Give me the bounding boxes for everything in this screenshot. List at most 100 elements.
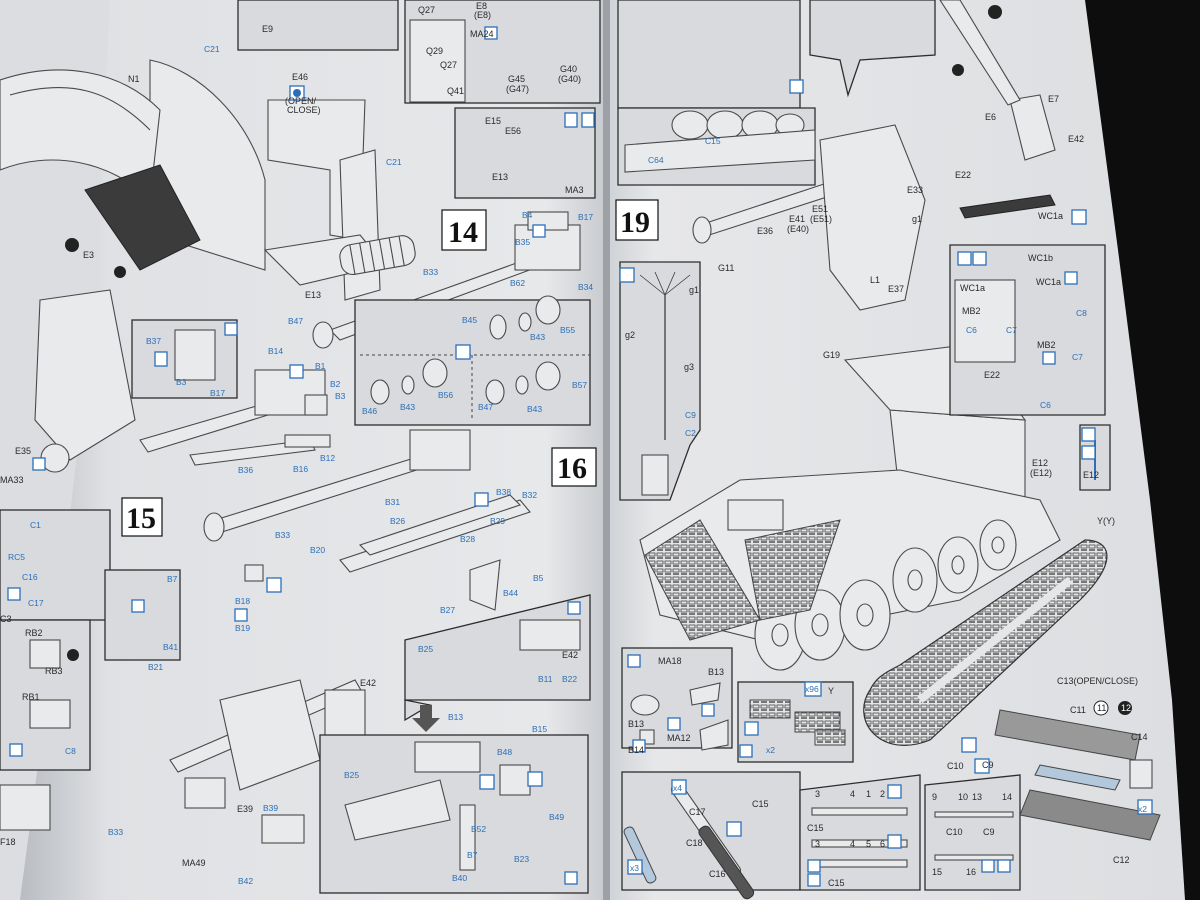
- recoil-b16: [284, 434, 331, 448]
- track-inner-gap: [917, 576, 1073, 704]
- cement-icon-r7: [887, 834, 902, 849]
- paint-icon: [564, 112, 578, 128]
- step-16-number: 16: [557, 452, 587, 485]
- label-e42: E42: [1068, 134, 1084, 144]
- label-c21-top: C21: [204, 44, 220, 54]
- step-16-box: [551, 447, 597, 487]
- label-ma49: MA49: [182, 858, 206, 868]
- label-c7b: C7: [1072, 352, 1083, 362]
- label-c9b: C9: [982, 760, 994, 770]
- brake-b56: [422, 358, 448, 388]
- label-b49: B49: [549, 812, 564, 822]
- label-b25: B25: [418, 644, 433, 654]
- callout-c10-options: [924, 774, 1021, 891]
- callout-c1-c17: [0, 509, 111, 621]
- part-f18: [0, 784, 51, 831]
- label-e40: (E40): [787, 224, 809, 234]
- label-b62: B62: [510, 278, 525, 288]
- label-rb2: RB2: [25, 628, 43, 638]
- label-close: CLOSE): [287, 105, 321, 115]
- label-g11: G11: [718, 263, 734, 273]
- wheel-1: [671, 110, 709, 140]
- label-n5: 5: [866, 839, 871, 849]
- label-b45: B45: [462, 315, 477, 325]
- part-c14: [1129, 759, 1153, 789]
- label-n3: 3: [815, 789, 820, 799]
- label-b48: B48: [497, 747, 512, 757]
- marker-j-icon: [65, 238, 79, 252]
- label-q29: Q29: [426, 46, 443, 56]
- step-15-box: [121, 497, 163, 537]
- brake-b55: [535, 295, 561, 325]
- rod-c9: [1034, 764, 1121, 791]
- label-b37: B37: [146, 336, 161, 346]
- right-blue-icons: [619, 79, 1153, 887]
- label-g3: g3: [684, 362, 694, 372]
- label-n2: 2: [880, 789, 885, 799]
- part-e42: [519, 619, 581, 651]
- left-labels: E46 (OPEN/ CLOSE) C21 C21 E9 Q27 Q27 Q29…: [0, 1, 593, 886]
- cement-icon-r6: [887, 784, 902, 799]
- open-hatch-panel: [267, 99, 366, 241]
- mg-e22: [959, 194, 1056, 219]
- label-c9c: C9: [983, 827, 995, 837]
- label-b2: B2: [330, 379, 341, 389]
- part-ma18: [630, 694, 660, 716]
- gutter: [603, 0, 610, 900]
- brush-icon-5: [9, 743, 23, 757]
- muffler-ribs: [349, 235, 405, 275]
- label-e51: E51: [812, 204, 828, 214]
- down-arrow-icon: [412, 705, 440, 732]
- label-e42: E42: [562, 650, 578, 660]
- brake-b43-3: [515, 375, 529, 395]
- fender-highlight: [9, 86, 151, 131]
- brush-icon-r8: [807, 873, 821, 887]
- label-b33c: B33: [108, 827, 123, 837]
- label-c8: C8: [1076, 308, 1087, 318]
- x4-icon: [671, 779, 687, 795]
- label-l1: L1: [870, 275, 880, 285]
- label-g40: G40: [560, 64, 577, 74]
- label-b13b: B13: [628, 719, 644, 729]
- step-19-box: [615, 199, 659, 241]
- muzzle-16: [203, 512, 225, 542]
- label-c6: C6: [966, 325, 977, 335]
- drop-icon-3: [32, 457, 46, 471]
- brake-b47: [485, 379, 505, 405]
- part-b17: [174, 329, 216, 381]
- marker-h-icon-r: [988, 5, 1002, 19]
- muzzle-right: [692, 216, 712, 244]
- label-b33: B33: [423, 267, 438, 277]
- drop-icon-2: [131, 599, 145, 613]
- part-b39: [261, 814, 305, 844]
- mg-subpanel: [954, 279, 1016, 363]
- label-n9: 9: [932, 792, 937, 802]
- label-b44: B44: [503, 588, 518, 598]
- label-g45: G45: [508, 74, 525, 84]
- label-ma24: MA24: [470, 29, 494, 39]
- brake-b45: [489, 314, 507, 340]
- label-e9: E9: [262, 24, 273, 34]
- label-b17: B17: [578, 212, 593, 222]
- label-c6b: C6: [1040, 400, 1051, 410]
- muzzle-b47: [312, 321, 334, 349]
- label-b36: B36: [238, 465, 253, 475]
- label-b27: B27: [440, 605, 455, 615]
- label-g2: g2: [625, 330, 635, 340]
- track-link-3: [814, 729, 846, 746]
- brush-icon: [581, 112, 595, 128]
- muffler-e13: [339, 235, 416, 276]
- part-ma12: [699, 719, 729, 751]
- part-b13: [689, 682, 721, 706]
- label-e56: E56: [505, 126, 521, 136]
- label-rc5: RC5: [8, 552, 25, 562]
- cement-icon-3: [455, 344, 471, 360]
- label-e22: E22: [955, 170, 971, 180]
- x2-icon: [484, 26, 498, 40]
- label-e3: E3: [83, 250, 94, 260]
- label-b57: B57: [572, 380, 587, 390]
- label-ma18: MA18: [658, 656, 682, 666]
- label-n1: 1: [866, 789, 871, 799]
